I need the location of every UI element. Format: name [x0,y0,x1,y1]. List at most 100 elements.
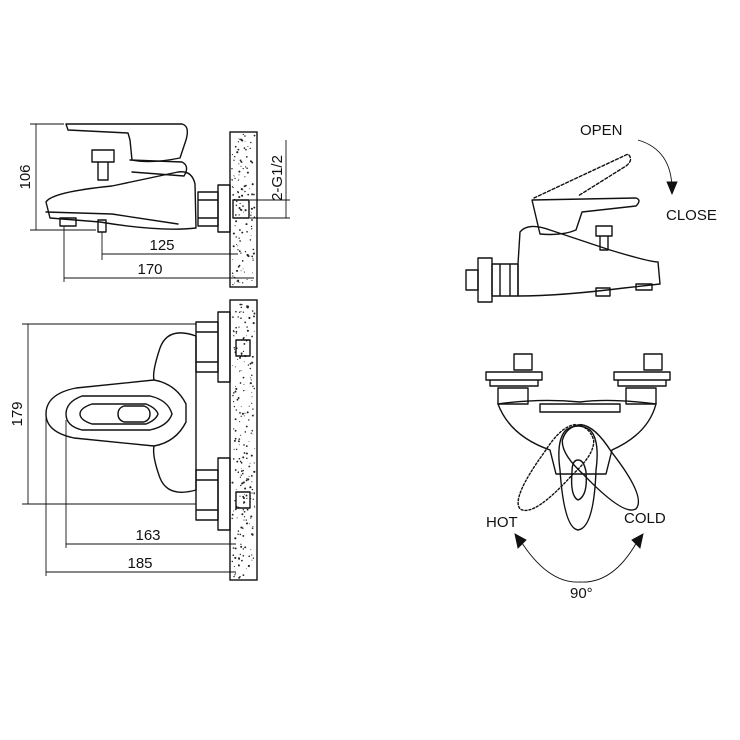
wall-speckle [248,555,251,558]
wall-speckle [245,445,248,448]
wall-speckle [243,384,245,385]
wall-speckle [242,554,245,557]
wall-speckle [239,370,241,372]
wall-speckle [238,195,241,199]
wall-speckle [231,185,233,188]
wall-speckle [248,523,250,525]
wall-speckle [245,479,248,482]
wall-speckle [240,209,243,211]
wall-speckle [252,322,255,325]
wall-speckle [240,474,242,476]
wall-speckle [244,190,246,193]
wall-speckle [247,193,250,196]
wall-speckle [238,311,241,313]
wall-speckle [242,472,244,475]
hc-body-plate [539,403,621,413]
wall-speckle [251,193,254,196]
top-lever-slot [117,405,151,423]
wall-speckle [239,460,242,463]
wall-speckle [232,259,234,260]
wall-speckle [234,574,236,576]
wall-speckle [253,470,256,473]
wall-speckle [246,457,248,460]
wall-speckle [242,311,245,313]
wall-speckle [235,366,236,368]
wall-speckle [242,205,244,207]
wall-speckle [235,409,238,411]
label-hot: HOT [486,514,518,531]
wall-speckle [239,240,241,242]
wall-speckle [232,194,235,196]
op-wall-fitting [465,269,479,291]
wall-speckle [233,401,235,403]
wall-speckle [242,548,244,550]
wall-speckle [243,211,245,213]
wall-speckle [232,330,235,332]
wall-speckle [231,517,233,520]
open-close-arrowhead [666,181,678,196]
wall-speckle [245,452,248,455]
wall-speckle [240,369,242,372]
wall-speckle [240,188,243,191]
wall-speckle [239,202,241,205]
wall-speckle [252,252,255,255]
wall-speckle [235,204,238,207]
wall-speckle [249,147,251,150]
wall-speckle [248,188,250,190]
wall-speckle [236,243,238,245]
wall-speckle [235,310,237,313]
wall-speckle [243,185,246,188]
wall-speckle [246,167,248,169]
wall-speckle [250,207,253,210]
wall-speckle [236,517,238,519]
dim-side-spout: 125 [149,237,174,254]
wall-speckle [238,558,240,560]
side-body [45,171,197,230]
wall-speckle [238,438,241,440]
wall-speckle [251,183,254,186]
wall-speckle [251,310,254,312]
wall-speckle [243,444,245,446]
wall-speckle [244,176,246,178]
wall-speckle [242,350,245,353]
hc-left-fitting [513,353,533,371]
side-lever [65,123,189,163]
wall-speckle [243,390,245,392]
wall-speckle [250,515,253,518]
wall-speckle [233,439,236,442]
op-body [517,225,661,297]
top-fitting-upper [235,339,251,357]
wall-speckle [241,412,244,415]
wall-speckle [245,156,248,158]
top-lever-inner [79,403,159,425]
wall-speckle [231,481,234,484]
dim-thread: 2-G1/2 [269,155,286,201]
wall-speckle [247,564,250,568]
label-cold: COLD [624,510,666,527]
wall-speckle [243,147,246,149]
wall-speckle [244,251,247,253]
wall-speckle [234,282,236,284]
wall-speckle [234,508,237,511]
label-angle: 90° [570,585,593,602]
wall-speckle [243,497,245,500]
wall-speckle [250,454,253,457]
wall-speckle [240,415,242,417]
wall-speckle [233,405,236,408]
wall-speckle [251,392,253,394]
wall-speckle [241,303,243,306]
wall-speckle [234,437,237,440]
side-wall-fitting [232,199,250,219]
op-lever-closed [531,197,640,236]
wall-speckle [239,576,241,578]
wall-speckle [240,470,243,472]
operation-side-view: OPEN CLOSE [465,122,717,303]
wall-speckle [242,508,245,511]
wall-speckle [237,471,240,473]
wall-speckle [231,513,234,516]
wall-speckle [247,145,249,147]
wall-speckle [240,311,242,313]
wall-speckle [237,141,240,143]
wall-speckle [250,225,253,228]
dim-top-total: 185 [127,555,152,572]
